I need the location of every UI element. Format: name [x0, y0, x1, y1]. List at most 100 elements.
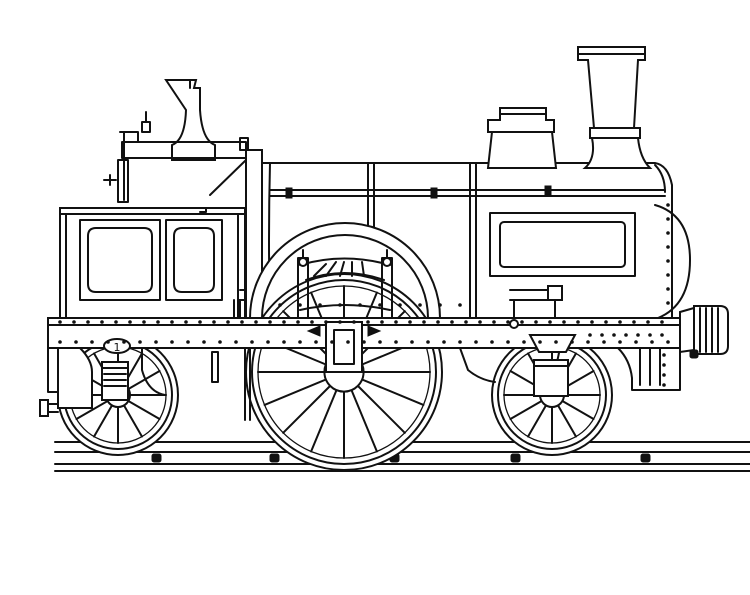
rivet [254, 320, 258, 324]
rivet [394, 320, 398, 324]
rivet [604, 320, 608, 324]
wheel-spoke [263, 378, 327, 406]
wheel-spoke [557, 404, 577, 438]
wheel-spoke [350, 389, 378, 453]
rivet [662, 353, 666, 357]
rivet [282, 340, 286, 344]
rivet [86, 320, 90, 324]
rivet [570, 340, 574, 344]
rivet [298, 303, 302, 307]
wheel-spoke [75, 400, 109, 420]
wheel-spoke [527, 404, 547, 438]
rivet [128, 320, 132, 324]
whistle-column [117, 159, 129, 203]
rivet [74, 340, 78, 344]
rivet [632, 320, 636, 324]
rivet [666, 203, 670, 207]
rivet [442, 340, 446, 344]
rivet [298, 340, 302, 344]
rivet [548, 320, 552, 324]
rivet [394, 340, 398, 344]
rail-chair [269, 453, 280, 463]
rivet [436, 320, 440, 324]
rivet [408, 320, 412, 324]
rivet [520, 320, 524, 324]
rivet [170, 320, 174, 324]
rivet [226, 320, 230, 324]
driving-axle-box-inner [333, 329, 355, 365]
rivet [266, 340, 270, 344]
wheel-spoke [127, 370, 161, 390]
valve-gear [237, 285, 563, 329]
rivet [492, 320, 496, 324]
cab-side-panel [79, 219, 161, 301]
rivet [506, 340, 510, 344]
rivet [602, 340, 606, 344]
rivet [58, 340, 62, 344]
rivet [282, 320, 286, 324]
rivet [154, 340, 158, 344]
arrow-left-icon [306, 325, 321, 337]
sandbox-rod [211, 351, 219, 383]
rivet [358, 303, 362, 307]
rivet [666, 217, 670, 221]
boiler-clip [544, 185, 552, 197]
rivet [458, 340, 462, 344]
wheel-spoke [310, 389, 338, 453]
spring-pin [382, 257, 392, 267]
valve-pin [509, 319, 519, 329]
front-spring-hanger [528, 334, 577, 353]
rivet [478, 320, 482, 324]
rivet [586, 340, 590, 344]
boiler-panel [489, 212, 636, 277]
rivet [618, 320, 622, 324]
rivet [250, 340, 254, 344]
rivet [588, 333, 592, 337]
wheel-spoke [93, 404, 113, 438]
rivet [378, 303, 382, 307]
rivet [378, 340, 382, 344]
rivet [666, 301, 670, 305]
rivet [186, 340, 190, 344]
regulator-handle [239, 137, 249, 151]
rivet [122, 340, 126, 344]
rivet [106, 340, 110, 344]
rivet [338, 320, 342, 324]
rivet [506, 320, 510, 324]
rivet [318, 303, 322, 307]
boiler-clip [285, 187, 293, 199]
valve-box [547, 285, 563, 301]
rivet-rows [58, 203, 670, 387]
rivet [410, 340, 414, 344]
rivet [202, 340, 206, 344]
rivet [366, 320, 370, 324]
chimney [577, 46, 653, 169]
rivet [170, 340, 174, 344]
rivet [618, 340, 622, 344]
rivet [522, 340, 526, 344]
plate-number: 1 [114, 341, 121, 354]
rivet [324, 320, 328, 324]
cab [59, 207, 246, 319]
rivet [662, 373, 666, 377]
rivet [296, 320, 300, 324]
rivet [234, 340, 238, 344]
rivet [352, 320, 356, 324]
rivet [634, 340, 638, 344]
rivet [660, 320, 664, 324]
rivet [142, 320, 146, 324]
rivet [562, 320, 566, 324]
rivet [624, 333, 628, 337]
rivet [422, 320, 426, 324]
rivet [310, 320, 314, 324]
rivet [464, 320, 468, 324]
rivet [90, 340, 94, 344]
rivet [156, 320, 160, 324]
rear-buffer [39, 399, 59, 417]
rivet [212, 320, 216, 324]
rivet [636, 333, 640, 337]
main-frame [47, 317, 681, 421]
rivet [138, 340, 142, 344]
rivet [490, 340, 494, 344]
